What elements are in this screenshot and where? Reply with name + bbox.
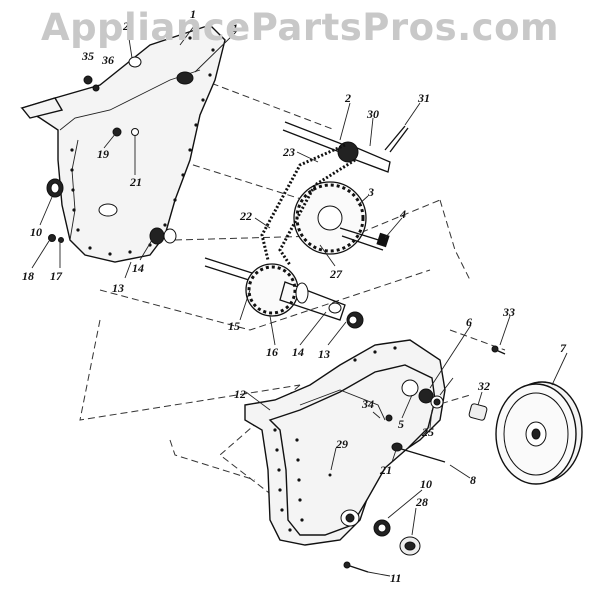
label-part-14-left: 14 (132, 261, 144, 275)
label-part-25: 25 (421, 425, 434, 439)
right-hardware (328, 345, 506, 573)
label-part-12: 12 (234, 387, 246, 401)
label-part-36: 36 (101, 53, 114, 67)
label-part-21-right: 21 (379, 463, 392, 477)
label-part-32: 32 (477, 379, 490, 393)
watermark: AppliancePartsPros.com (40, 6, 560, 49)
label-part-21-left: 21 (129, 175, 142, 189)
label-part-30: 30 (366, 107, 379, 121)
drive-pulley (495, 381, 583, 485)
lower-shaft-assembly (204, 257, 364, 329)
label-part-10-left: 10 (30, 225, 42, 239)
label-part-3: 3 (367, 185, 374, 199)
right-housing-half (244, 339, 446, 546)
label-part-35: 35 (81, 49, 94, 63)
label-part-4: 4 (399, 207, 406, 221)
label-part-7: 7 (560, 341, 567, 355)
left-housing-half (20, 24, 226, 263)
left-hardware (46, 75, 177, 245)
label-part-13-right: 13 (318, 347, 330, 361)
label-part-2-top: 2 (122, 19, 129, 33)
label-part-11: 11 (390, 571, 401, 585)
label-part-2: 2 (344, 91, 351, 105)
label-part-34: 34 (361, 397, 374, 411)
label-part-14-right: 14 (292, 345, 304, 359)
label-part-27: 27 (329, 267, 343, 281)
label-part-18: 18 (22, 269, 34, 283)
label-part-23: 23 (282, 145, 295, 159)
label-part-8: 8 (470, 473, 476, 487)
leader-lines (31, 21, 568, 577)
label-part-22: 22 (239, 209, 252, 223)
label-part-19: 19 (97, 147, 109, 161)
label-part-13-left: 13 (112, 281, 124, 295)
label-part-28: 28 (415, 495, 428, 509)
label-part-29: 29 (335, 437, 348, 451)
label-part-1b: 1 (232, 21, 238, 35)
label-part-15: 15 (228, 319, 240, 333)
drive-chain (260, 143, 356, 266)
label-part-1: 1 (190, 7, 196, 21)
upper-shaft-assembly (282, 121, 409, 255)
label-part-16: 16 (266, 345, 278, 359)
label-part-17: 17 (50, 269, 63, 283)
callout-labels: 1 1 2 35 36 19 21 10 18 17 13 14 2 31 30… (22, 7, 567, 585)
label-part-10-right: 10 (420, 477, 432, 491)
label-part-33: 33 (502, 305, 515, 319)
label-part-5: 5 (398, 417, 404, 431)
label-part-31: 31 (417, 91, 430, 105)
label-part-6: 6 (466, 315, 472, 329)
